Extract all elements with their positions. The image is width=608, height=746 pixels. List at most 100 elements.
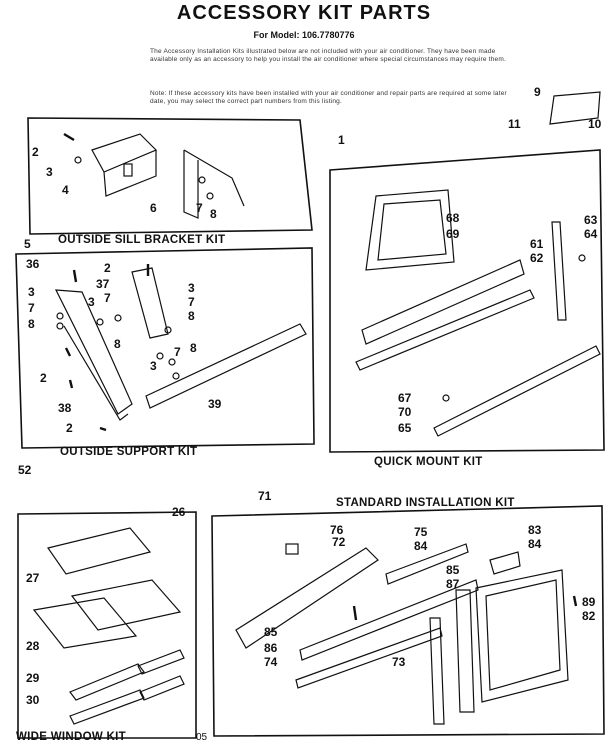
callout: 37 [96, 277, 110, 291]
quick-mount-panel [329, 149, 605, 453]
callout: 85 [264, 625, 278, 639]
standard-block-76 [285, 543, 299, 555]
kit-label-wide: WIDE WINDOW KIT [16, 731, 126, 743]
callout: 52 [18, 463, 32, 477]
callout: 75 [414, 525, 428, 539]
callout: 1 [338, 133, 345, 147]
callout: 26 [172, 505, 186, 519]
callout: 72 [332, 535, 346, 549]
callout: 6 [150, 201, 157, 215]
callout: 2 [66, 421, 73, 435]
callout: 39 [208, 397, 222, 411]
kit-label-quick: QUICK MOUNT KIT [374, 456, 483, 468]
standard-clip-83 [489, 551, 521, 575]
standard-post-87 [455, 589, 475, 713]
model-number: For Model: 106.7780776 [253, 30, 355, 40]
callout: 87 [446, 577, 460, 591]
callout: 61 [530, 237, 544, 251]
callout: 3 [88, 295, 95, 309]
wide-window-panel [17, 511, 197, 739]
intro-note: The Accessory Installation Kits illustra… [150, 48, 506, 63]
callout: 7 [104, 291, 111, 305]
callout: 8 [210, 207, 217, 221]
callout: 73 [392, 655, 406, 669]
wide-window-strip-30 [69, 689, 145, 725]
wide-window-seal-27 [47, 527, 152, 575]
standard-strip-74 [295, 627, 443, 689]
quick-mount-rail-62 [355, 289, 535, 371]
quick-mount-rail-61 [361, 259, 525, 345]
kit-label-support: OUTSIDE SUPPORT KIT [60, 446, 198, 458]
callout: 7 [174, 345, 181, 359]
callout: 3 [28, 285, 35, 299]
callout: 11 [508, 117, 521, 131]
callout: 8 [190, 341, 197, 355]
page-footer-code: 05 [196, 732, 208, 743]
callout: 38 [58, 401, 72, 415]
callout: 64 [584, 227, 598, 241]
callout: 8 [188, 309, 195, 323]
callout: 82 [582, 609, 596, 623]
callout: 36 [26, 257, 40, 271]
quick-mount-frame [365, 189, 455, 271]
callout: 84 [414, 539, 428, 553]
kit-label-standard: STANDARD INSTALLATION KIT [336, 497, 515, 509]
callout: 27 [26, 571, 40, 585]
sill-cover-side [103, 150, 157, 197]
callout: 5 [24, 237, 31, 251]
support-bracket-37 [131, 267, 169, 339]
callout: 85 [446, 563, 460, 577]
callout: 4 [62, 183, 69, 197]
callout: 8 [28, 317, 35, 331]
callout: 83 [528, 523, 542, 537]
callout: 10 [588, 117, 602, 131]
callout: 7 [196, 201, 203, 215]
callout: 86 [264, 641, 278, 655]
callout: 71 [258, 489, 272, 503]
standard-post-73 [429, 617, 445, 725]
standard-kit-panel [211, 505, 605, 737]
quick-mount-rail-65 [433, 345, 601, 437]
callout: 28 [26, 639, 40, 653]
callout: 67 [398, 391, 412, 405]
callout: 89 [582, 595, 596, 609]
support-kit-panel [15, 247, 315, 449]
sill-bracket-part [183, 149, 245, 219]
quick-mount-bracket-63 [551, 221, 567, 321]
callout: 74 [264, 655, 278, 669]
callout: 68 [446, 211, 460, 225]
wide-window-panel-26 [70, 579, 182, 631]
callout: 8 [114, 337, 121, 351]
page-title: ACCESSORY KIT PARTS [176, 2, 432, 24]
wide-window-strip-29 [69, 663, 145, 701]
callout: 9 [534, 85, 541, 99]
sill-kit-panel [27, 117, 313, 235]
kit-label-sill: OUTSIDE SILL BRACKET KIT [58, 234, 226, 246]
callout: 2 [32, 145, 39, 159]
standard-rail-72 [235, 547, 379, 649]
wide-window-foam-28 [32, 597, 138, 649]
repair-note: Note: If these accessory kits have been … [150, 90, 507, 105]
callout: 7 [28, 301, 35, 315]
standard-panel-82 [475, 569, 569, 703]
sill-cover-slot [123, 163, 133, 177]
callout: 3 [150, 359, 157, 373]
kit-part-9-10 [549, 91, 601, 125]
callout: 62 [530, 251, 544, 265]
washer-3 [74, 156, 82, 164]
standard-rail-75 [385, 543, 469, 585]
callout: 69 [446, 227, 460, 241]
callout: 70 [398, 405, 412, 419]
support-rail-left [54, 289, 133, 415]
callout: 2 [40, 371, 47, 385]
screw-2 [63, 132, 75, 142]
callout: 29 [26, 671, 40, 685]
callout: 65 [398, 421, 412, 435]
callout: 3 [188, 281, 195, 295]
callout: 3 [46, 165, 53, 179]
callout: 7 [188, 295, 195, 309]
callout: 76 [330, 523, 344, 537]
callout: 84 [528, 537, 542, 551]
callout: 30 [26, 693, 40, 707]
